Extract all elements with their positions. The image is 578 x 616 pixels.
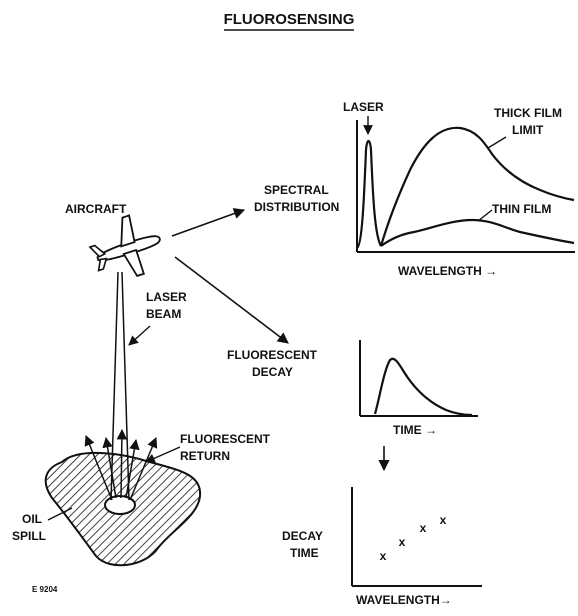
thick-film-pointer bbox=[487, 136, 507, 149]
scatter-x-axis-label: WAVELENGTH→ bbox=[356, 593, 452, 607]
fluorescent-return-pointer bbox=[145, 446, 181, 463]
laser-beam-right bbox=[121, 271, 130, 501]
laser-beam-label-1: LASER bbox=[146, 290, 187, 304]
thick-film-label-2: LIMIT bbox=[512, 123, 544, 137]
aircraft-icon bbox=[88, 214, 161, 277]
spectral-label-2: DISTRIBUTION bbox=[254, 200, 339, 214]
spectral-label-1: SPECTRAL bbox=[264, 183, 329, 197]
laser-peak-curve bbox=[356, 139, 382, 250]
scatter-point-4: x bbox=[440, 513, 447, 527]
oil-spill-label-1: OIL bbox=[22, 512, 42, 526]
thick-film-label-1: THICK FILM bbox=[494, 106, 562, 120]
decay-curve bbox=[373, 357, 473, 417]
decay-time-label-1: DECAY bbox=[282, 529, 323, 543]
scatter-point-2: x bbox=[399, 535, 406, 549]
aircraft-label: AIRCRAFT bbox=[65, 202, 127, 216]
diagram-title: FLUOROSENSING bbox=[224, 11, 355, 28]
oil-spill-label-2: SPILL bbox=[12, 529, 46, 543]
oil-spill-pointer bbox=[47, 507, 73, 521]
return-arrow-3 bbox=[116, 428, 128, 499]
arrow-to-decay bbox=[174, 256, 289, 344]
arrow-to-spectral bbox=[171, 208, 246, 237]
figure-id: E 9204 bbox=[32, 585, 58, 594]
thin-film-pointer bbox=[477, 209, 493, 222]
laser-peak-label: LASER bbox=[343, 100, 384, 114]
decay-x-axis-label: TIME → bbox=[393, 423, 437, 437]
return-arrow-2 bbox=[102, 436, 117, 499]
fluorescent-return-label-2: RETURN bbox=[180, 449, 230, 463]
spectral-x-axis-label: WAVELENGTH → bbox=[398, 264, 497, 278]
thin-film-curve bbox=[380, 218, 575, 247]
scatter-point-1: x bbox=[380, 549, 387, 563]
laser-beam-pointer bbox=[128, 325, 151, 346]
laser-beam-left bbox=[110, 271, 119, 501]
thin-film-label: THIN FILM bbox=[492, 202, 551, 216]
fluorescent-decay-label-2: DECAY bbox=[252, 365, 293, 379]
fluorescent-return-label-1: FLUORESCENT bbox=[180, 432, 271, 446]
return-arrow-5 bbox=[129, 437, 158, 501]
fluorescent-decay-label-1: FLUORESCENT bbox=[227, 348, 318, 362]
return-arrow-1 bbox=[84, 435, 113, 501]
decay-time-label-2: TIME bbox=[290, 546, 319, 560]
scatter-point-3: x bbox=[420, 521, 427, 535]
thick-film-curve bbox=[379, 126, 575, 247]
laser-footprint bbox=[104, 495, 136, 515]
return-arrow-4 bbox=[125, 438, 140, 499]
laser-beam-label-2: BEAM bbox=[146, 307, 181, 321]
